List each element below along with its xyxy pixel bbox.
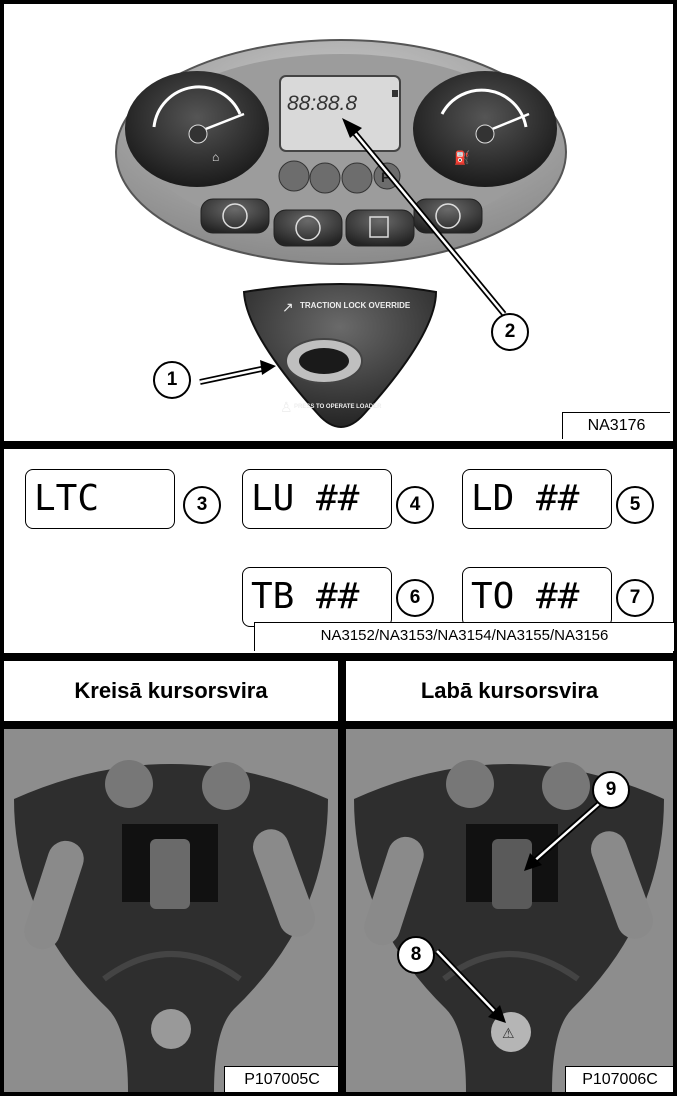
right-top-left-button[interactable] xyxy=(446,760,494,808)
callout-9: 9 xyxy=(592,771,630,809)
lcd-readout: 88:88.8 xyxy=(287,92,357,115)
indicator-glow-icon xyxy=(278,160,310,192)
right-top-right-button[interactable] xyxy=(542,762,590,810)
callout-7: 7 xyxy=(616,579,654,617)
dashboard-section: ⌂ ⛽ 88:88.8 P TRACTION LOCK OVERRIDE ↗ P… xyxy=(4,4,673,444)
operator-icon: ♙ xyxy=(280,399,293,415)
callout-4: 4 xyxy=(396,486,434,524)
left-joystick-title: Kreisā kursorsvira xyxy=(74,678,268,703)
press-label: PRESS TO OPERATE LOADER xyxy=(294,404,382,410)
dashboard-illustration: ⌂ ⛽ 88:88.8 P TRACTION LOCK OVERRIDE ↗ P… xyxy=(115,39,567,428)
lcd-display-lu: LU ## xyxy=(242,469,392,529)
lcd-screen xyxy=(279,75,401,152)
right-bottom-button[interactable] xyxy=(491,1012,531,1052)
fuel-pump-icon: ⛽ xyxy=(454,150,470,165)
lcd-display-ld: LD ## xyxy=(462,469,612,529)
aux-button[interactable] xyxy=(345,209,415,247)
callout-5: 5 xyxy=(616,486,654,524)
codes-section: LTC 3 LU ## 4 LD ## 5 TB ## 6 TO ## 7 NA… xyxy=(4,449,674,653)
right-rocker-left[interactable] xyxy=(360,832,429,950)
indicator-lock-icon xyxy=(341,162,373,194)
section-divider xyxy=(4,653,673,661)
right-joystick-photo: ⚠ 8 9 P107006C xyxy=(346,729,673,1092)
header-divider xyxy=(4,721,673,729)
section-divider xyxy=(4,441,673,449)
lcd-display-tb: TB ## xyxy=(242,567,392,627)
callout-2: 2 xyxy=(491,313,529,351)
figure-code: NA3152/NA3153/NA3154/NA3155/NA3156 xyxy=(254,622,674,651)
left-rocker-right[interactable] xyxy=(248,824,320,942)
column-divider xyxy=(338,661,346,1096)
right-joystick-title: Labā kursorsvira xyxy=(420,678,599,703)
callout-8: 8 xyxy=(397,936,435,974)
alert-icon: ⚠ xyxy=(502,1025,515,1041)
figure-code: P107006C xyxy=(565,1066,673,1092)
left-thumb-wheel[interactable] xyxy=(150,839,190,909)
indicator-seat-icon xyxy=(309,162,341,194)
callout-6: 6 xyxy=(396,579,434,617)
traction-label: TRACTION LOCK OVERRIDE xyxy=(300,301,411,310)
lcd-display-to: TO ## xyxy=(462,567,612,627)
callout-3: 3 xyxy=(183,486,221,524)
left-rocker-left[interactable] xyxy=(20,836,89,954)
left-bottom-button[interactable] xyxy=(151,1009,191,1049)
auto-button[interactable] xyxy=(273,209,343,247)
temperature-icon: ⌂ xyxy=(212,150,219,164)
left-top-right-button[interactable] xyxy=(202,762,250,810)
left-joystick-photo: P107005C xyxy=(4,729,338,1092)
traction-icon: ↗ xyxy=(282,299,294,315)
right-thumb-wheel[interactable] xyxy=(492,839,532,909)
svg-text:P: P xyxy=(381,169,390,185)
left-top-left-button[interactable] xyxy=(105,760,153,808)
callout-1: 1 xyxy=(153,361,191,399)
right-rocker-right[interactable] xyxy=(586,826,658,944)
figure-code: P107005C xyxy=(224,1066,338,1092)
lcd-display-ltc: LTC xyxy=(25,469,175,529)
worklight-button[interactable] xyxy=(200,198,270,234)
figure-code: NA3176 xyxy=(562,412,670,439)
